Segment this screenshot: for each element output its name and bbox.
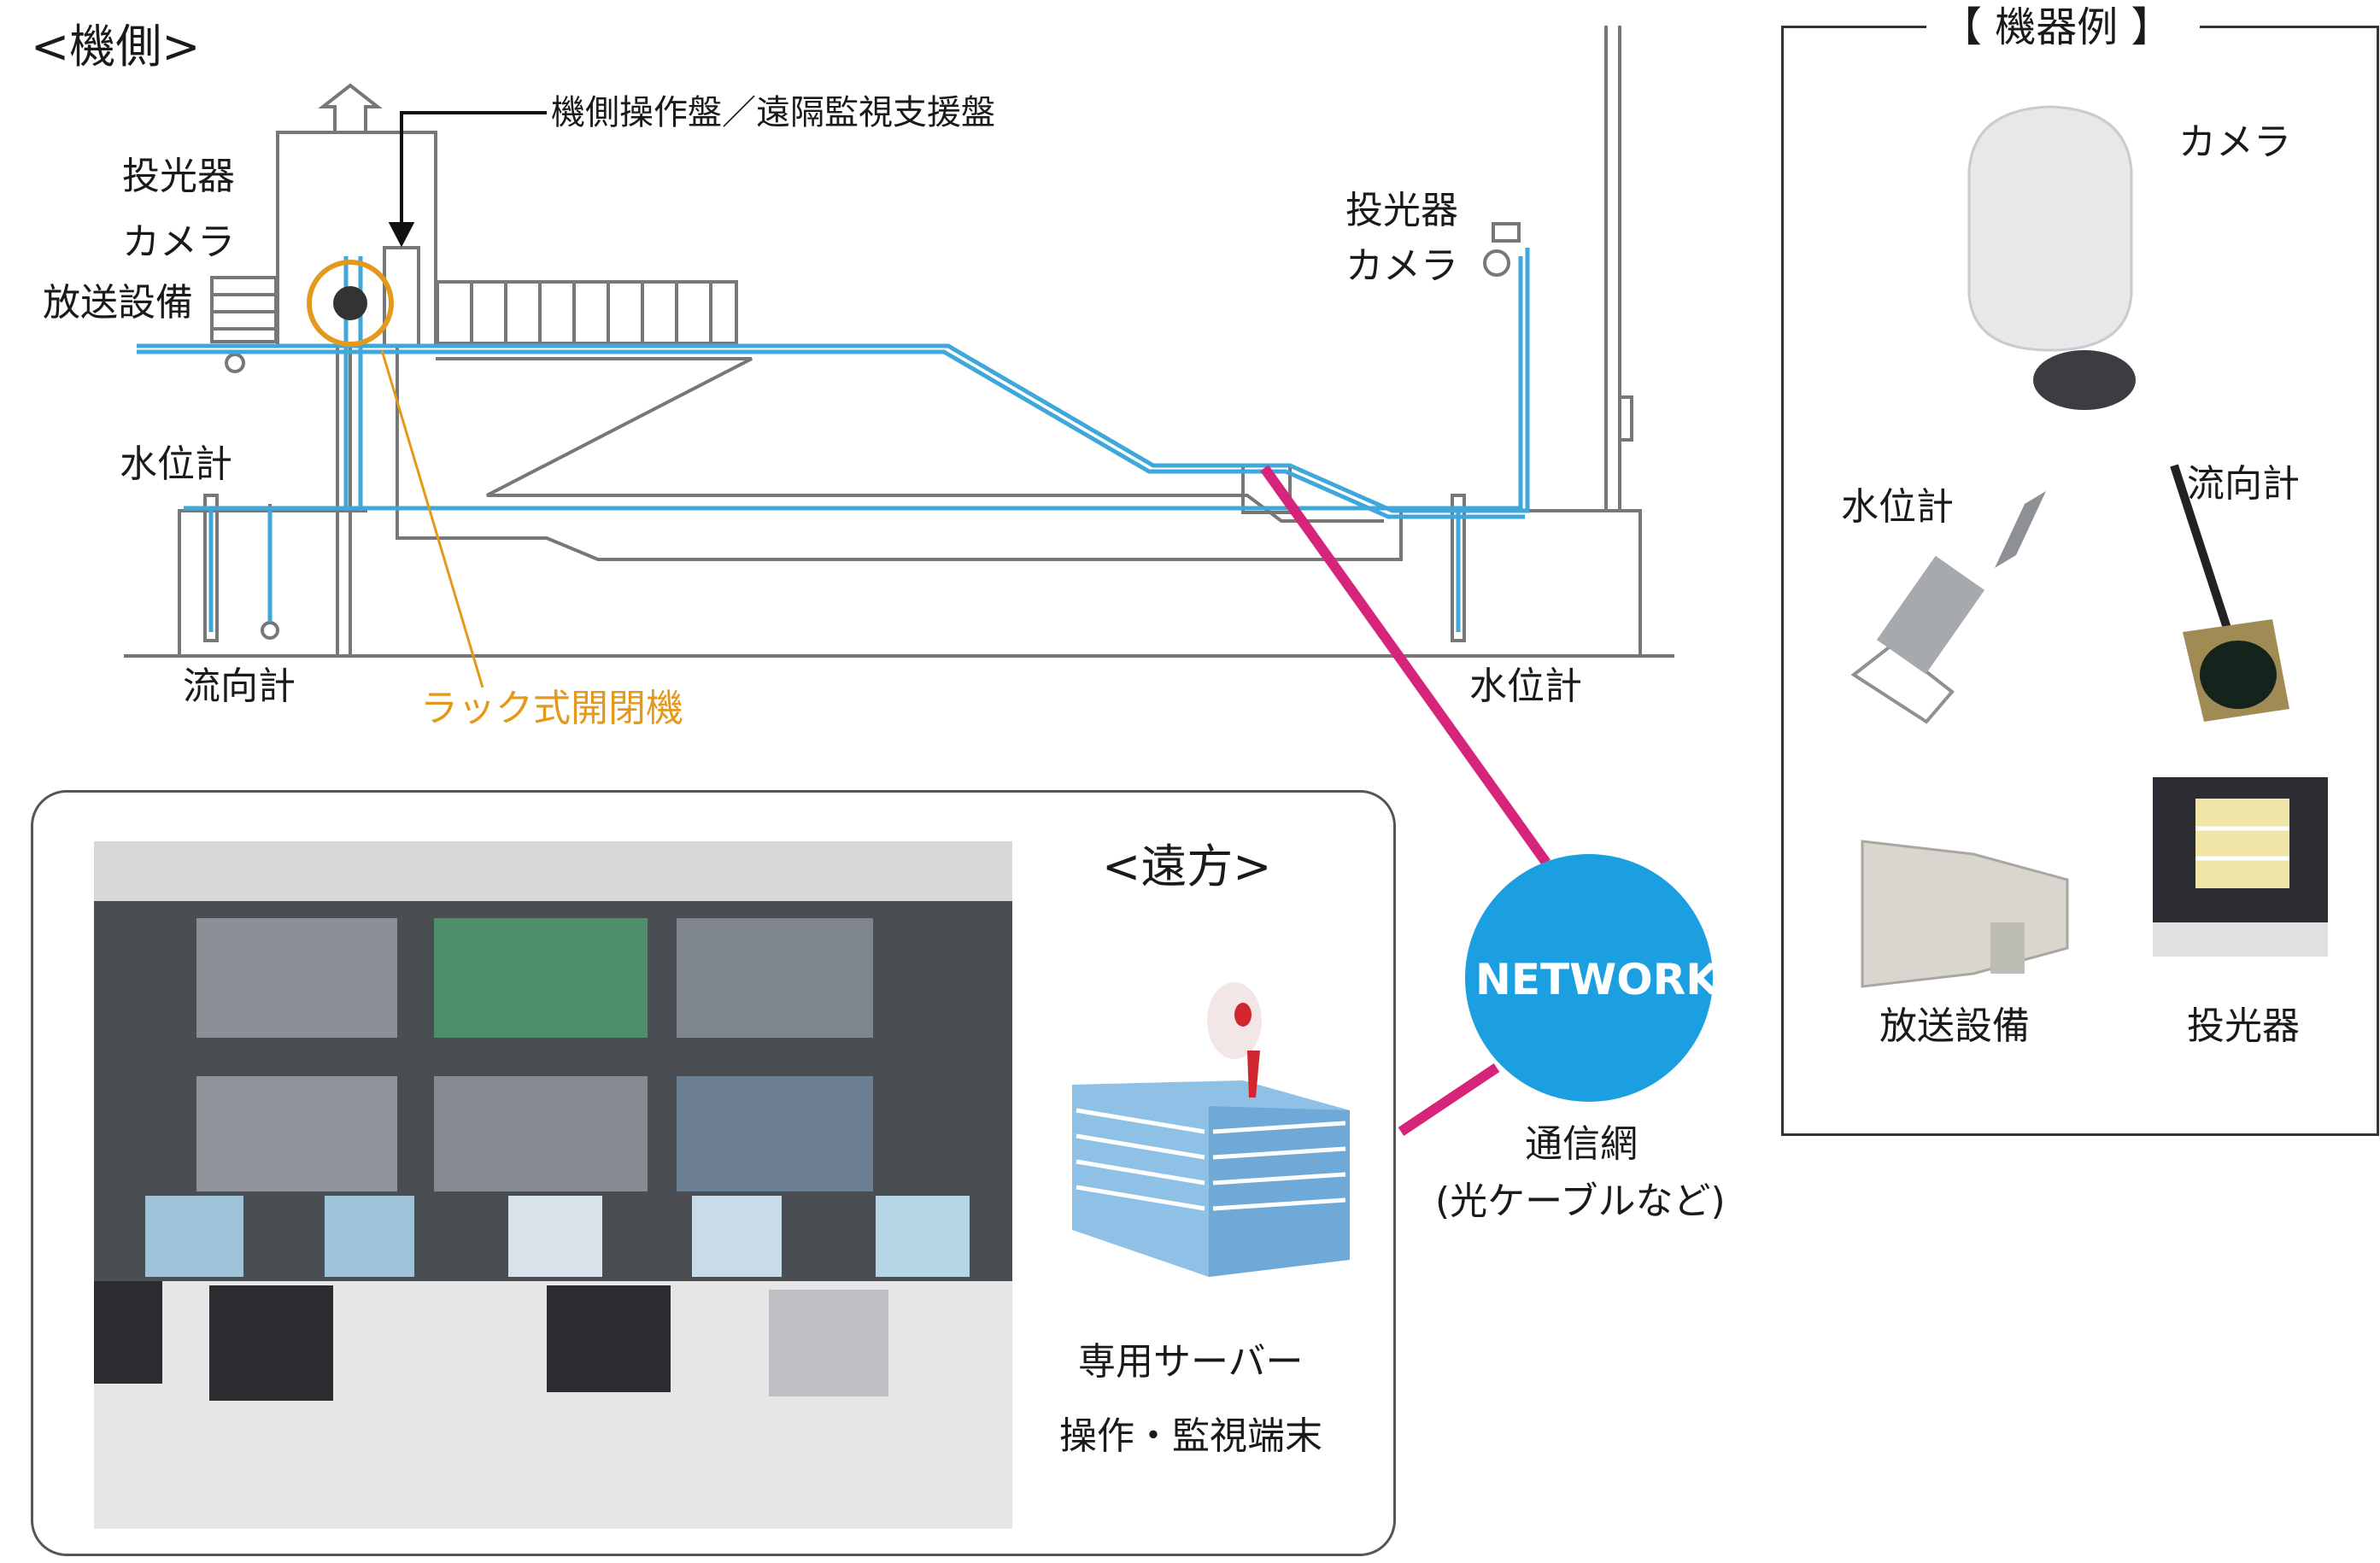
panel-label: 機側操作盤／遠隔監視支援盤 (551, 93, 995, 132)
legend-broadcast-label: 放送設備 (1879, 1004, 2030, 1048)
site-heading: <機側> (31, 20, 201, 73)
network-link-remote (1398, 1063, 1500, 1136)
network-circle (1465, 854, 1713, 1102)
water-level-right-label: 水位計 (1469, 664, 1582, 708)
projector-right-label: 投光器 (1345, 189, 1458, 232)
broadcast-left-label: 放送設備 (43, 281, 193, 325)
legend-projector-icon (2153, 777, 2328, 957)
remote-site-box (31, 790, 1396, 1556)
flow-direction-left-label: 流向計 (183, 664, 296, 708)
legend-flow-direction-label: 流向計 (2187, 462, 2300, 506)
legend-title-background (1926, 7, 2200, 50)
server-building-icon (1072, 982, 1350, 1277)
projector-left-label: 投光器 (122, 155, 235, 198)
network-link-site (1260, 465, 1551, 866)
network-caption-line2: (光ケーブルなど) (1435, 1180, 1726, 1223)
camera-unit-icon (333, 286, 367, 320)
remote-heading: <遠方> (1102, 840, 1272, 893)
railing (436, 280, 738, 345)
water-level-left-label: 水位計 (120, 442, 232, 486)
legend-water-level-icon (1850, 491, 2046, 724)
control-room-photo (94, 841, 1012, 1529)
rack-gate-leader (380, 349, 484, 688)
rack-gate-label: ラック式開閉機 (420, 687, 683, 730)
legend-camera-label: カメラ (2178, 120, 2291, 164)
camera-right-label: カメラ (1345, 244, 1458, 288)
network-label: NETWORK (1475, 955, 1720, 1004)
legend-title: 【 機器例 】 (1941, 3, 2172, 51)
panel-leader (388, 111, 547, 248)
server-label: 専用サーバー (1078, 1340, 1304, 1384)
legend-flow-direction-icon (2170, 464, 2289, 722)
signal-cables (137, 248, 1530, 632)
camera-left-label: カメラ (122, 220, 235, 264)
right-camera-icon (1483, 222, 1521, 277)
legend-box (1781, 26, 2379, 1136)
legend-projector-label: 投光器 (2187, 1004, 2300, 1048)
legend-water-level-label: 水位計 (1841, 485, 1954, 529)
rack-gate-highlight (307, 260, 394, 347)
network-caption-line1: 通信網 (1525, 1122, 1638, 1166)
legend-broadcast-icon (1861, 840, 2069, 988)
terminal-label: 操作・監視端末 (1059, 1414, 1322, 1458)
legend-camera-icon (1967, 105, 2136, 410)
